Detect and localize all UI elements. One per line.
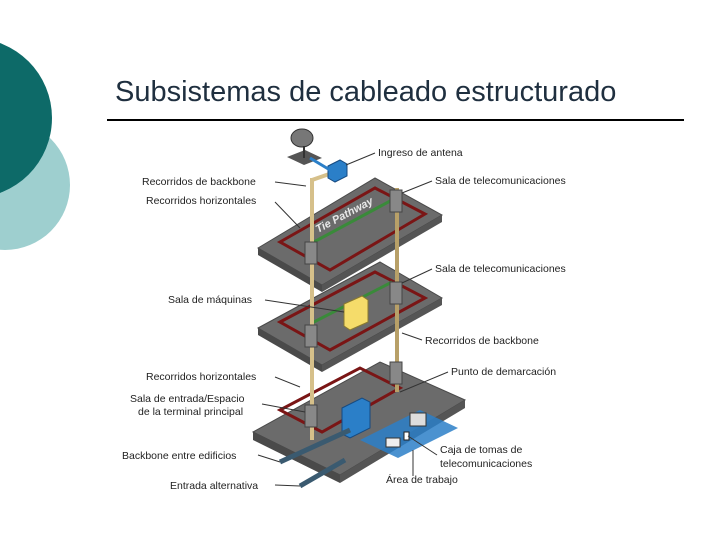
title-underline (107, 119, 684, 121)
ground-floor-front (253, 432, 340, 483)
cabling-diagram: Tie Pathway Ingreso de (122, 128, 566, 492)
alternate-entry-pipe (298, 457, 347, 489)
antenna-cable (309, 156, 331, 172)
slide-title: Subsistemas de cableado estructurado (115, 76, 617, 108)
top-floor-side (322, 215, 442, 292)
label-backbone-runs-top: Recorridos de backbone (142, 176, 256, 188)
label-horizontal-runs-top: Recorridos horizontales (146, 195, 256, 207)
label-telecom-room-2: Sala de telecomunicaciones (435, 263, 566, 275)
antenna-entry-box (327, 159, 348, 183)
top-floor-front (258, 248, 322, 292)
telecom-outlet (403, 431, 410, 441)
top-telecom-closet-left (304, 241, 318, 265)
slide-decoration (0, 43, 70, 250)
middle-floor-side (322, 298, 442, 372)
label-entrance-room-line2: de la terminal principal (138, 406, 243, 418)
label-work-area: Área de trabajo (386, 473, 458, 486)
middle-floor-front (258, 328, 322, 372)
label-telecom-room-1: Sala de telecomunicaciones (435, 175, 566, 187)
label-entrance-room-line1: Sala de entrada/Espacio (130, 393, 245, 405)
label-antenna-entry: Ingreso de antena (378, 147, 463, 159)
building-backbone-pipe (278, 427, 352, 465)
label-building-backbone: Backbone entre edificios (122, 450, 236, 462)
decoration-dark-circle (0, 43, 52, 193)
label-demarcation-point: Punto de demarcación (451, 366, 556, 378)
label-alternate-entry: Entrada alternativa (170, 480, 258, 492)
top-tie-pathway (311, 198, 393, 245)
label-machine-room: Sala de máquinas (168, 294, 252, 306)
label-horizontal-runs-low: Recorridos horizontales (146, 371, 256, 383)
middle-telecom-closet-left (304, 324, 318, 348)
ground-telecom-closet-left (304, 404, 318, 428)
antenna-dish (290, 128, 314, 148)
ground-telecom-closet-right (389, 361, 403, 385)
label-outlet-box-line2: telecomunicaciones (440, 458, 532, 470)
machine-room-equipment (343, 295, 369, 331)
workstation-monitor (409, 412, 427, 427)
top-telecom-closet-right (389, 189, 403, 213)
middle-telecom-closet-right (389, 281, 403, 305)
label-backbone-runs-right: Recorridos de backbone (425, 335, 539, 347)
workstation-phone (385, 437, 401, 448)
label-outlet-box-line1: Caja de tomas de (440, 444, 522, 456)
leader-lines (257, 152, 449, 487)
